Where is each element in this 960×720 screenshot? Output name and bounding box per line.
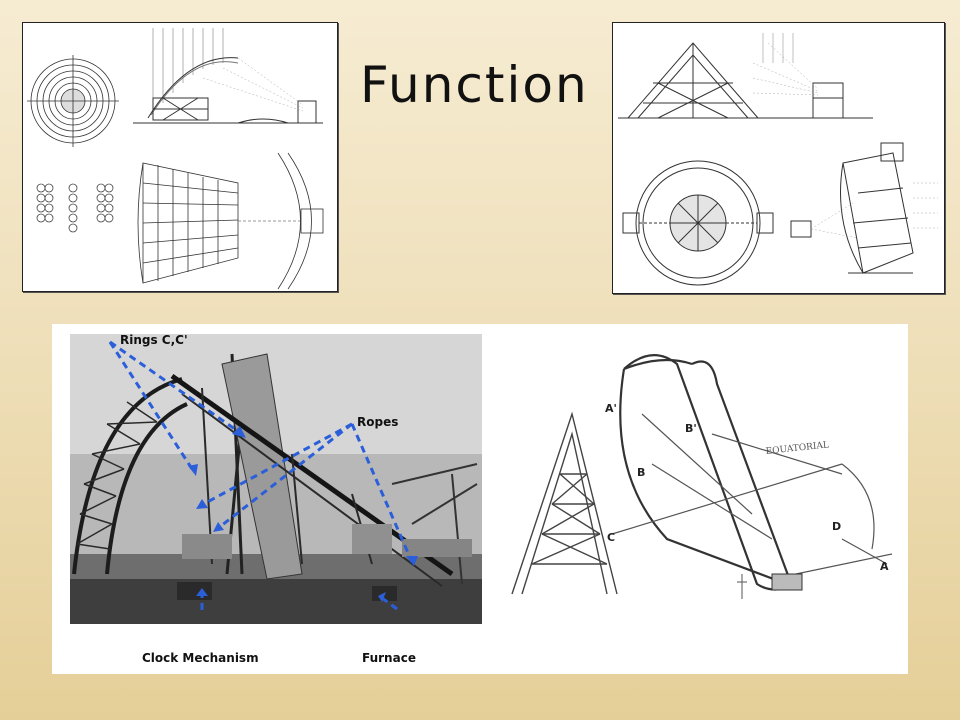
label-ropes: Ropes bbox=[357, 415, 398, 429]
label-furnace: Furnace bbox=[362, 651, 416, 665]
label-rings: Rings C,C' bbox=[120, 333, 188, 347]
patent-drawing-right-art bbox=[618, 33, 938, 286]
slide-title: Function bbox=[360, 56, 589, 114]
label-clock-mechanism: Clock Mechanism bbox=[142, 651, 259, 665]
label-equatorial: EQUATORIAL bbox=[765, 440, 829, 457]
patent-drawing-left-art bbox=[27, 28, 324, 290]
label-a-prime: A' bbox=[605, 402, 617, 415]
label-a: A bbox=[880, 560, 889, 573]
patent-drawing-left bbox=[22, 22, 338, 292]
reflector-photo-art: Rings C,C' Ropes Clock Mechanism Furnace bbox=[70, 333, 893, 665]
patent-drawing-right bbox=[612, 22, 945, 294]
reflector-photo-panel: Rings C,C' Ropes Clock Mechanism Furnace bbox=[52, 324, 908, 674]
label-b-prime: B' bbox=[685, 422, 697, 435]
label-c: C bbox=[607, 531, 615, 544]
label-b: B bbox=[637, 466, 645, 479]
label-d: D bbox=[832, 520, 841, 533]
